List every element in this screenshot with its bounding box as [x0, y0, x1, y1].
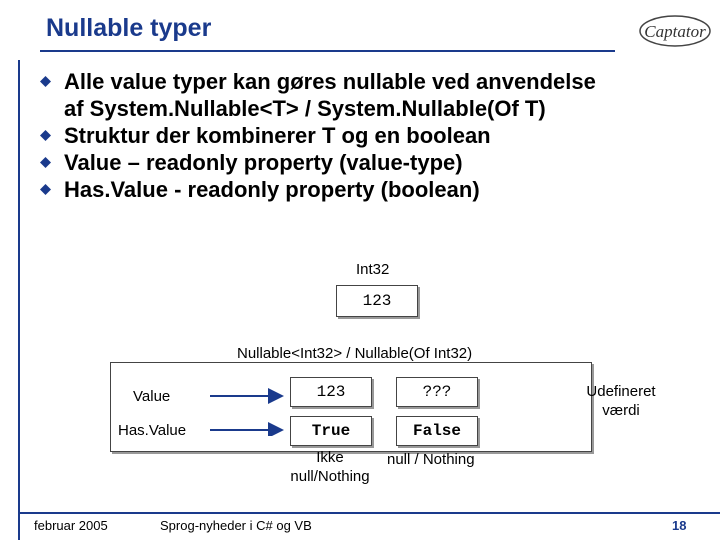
- logo-text: Captator: [644, 22, 706, 41]
- footer-date: februar 2005: [34, 518, 108, 533]
- bullet-item: Value – readonly property (value-type): [40, 149, 700, 176]
- left-margin-rule: [18, 60, 20, 540]
- value-cell: 123: [290, 377, 372, 407]
- captator-logo: Captator: [638, 14, 712, 48]
- not-null-line1: Ikke: [316, 449, 344, 466]
- bullet-text-continued: af System.Nullable<T> / System.Nullable(…: [64, 96, 546, 121]
- diamond-bullet-icon: [40, 157, 51, 168]
- bullet-item: Has.Value - readonly property (boolean): [40, 176, 700, 203]
- null-note: null / Nothing: [387, 451, 475, 468]
- diamond-bullet-icon: [40, 184, 51, 195]
- value-label: Value: [133, 388, 171, 405]
- bullet-text: Has.Value - readonly property (boolean): [64, 177, 480, 202]
- page-number: 18: [672, 518, 687, 533]
- undefined-line2: værdi: [602, 402, 640, 419]
- not-null-note: Ikke null/Nothing: [270, 448, 390, 486]
- int32-value-box: 123: [336, 285, 418, 317]
- false-cell: False: [396, 416, 478, 446]
- bullet-item: Struktur der kombinerer T og en boolean: [40, 122, 700, 149]
- hasvalue-label: Has.Value: [118, 422, 187, 439]
- not-null-line2: null/Nothing: [290, 468, 370, 485]
- bullet-item: Alle value typer kan gøres nullable ved …: [40, 68, 700, 122]
- bullet-text: Struktur der kombinerer T og en boolean: [64, 123, 491, 148]
- footer-rule: [18, 512, 720, 514]
- footer-subject: Sprog-nyheder i C# og VB: [160, 518, 312, 533]
- int32-label: Int32: [356, 261, 390, 278]
- page-title: Nullable typer: [46, 14, 212, 42]
- nullable-label: Nullable<Int32> / Nullable(Of Int32): [237, 345, 473, 362]
- undefined-value-note: Udefineret værdi: [560, 382, 682, 420]
- unknown-value-cell: ???: [396, 377, 478, 407]
- bullet-text: Alle value typer kan gøres nullable ved …: [64, 69, 596, 94]
- diamond-bullet-icon: [40, 130, 51, 141]
- arrows: [210, 388, 284, 436]
- true-cell: True: [290, 416, 372, 446]
- bullet-text: Value – readonly property (value-type): [64, 150, 463, 175]
- diamond-bullet-icon: [40, 76, 51, 87]
- undefined-line1: Udefineret: [586, 383, 656, 400]
- bullet-list: Alle value typer kan gøres nullable ved …: [40, 68, 700, 203]
- title-underline: [40, 50, 615, 52]
